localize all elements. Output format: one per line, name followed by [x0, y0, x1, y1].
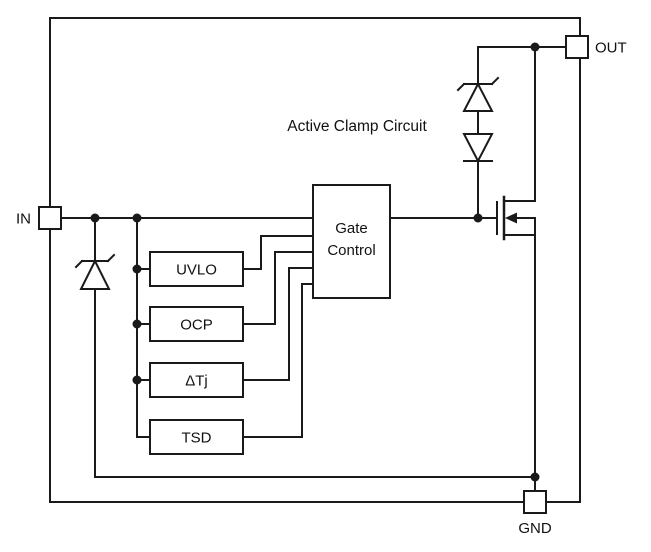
- wire-ground-rail: [94, 288, 536, 478]
- delta-tj-label: ΔTj: [185, 373, 208, 390]
- mosfet-icon: [496, 195, 517, 241]
- delta-tj-box: [149, 362, 244, 398]
- block-uvlo: UVLO: [149, 251, 244, 287]
- pin-out: OUT: [565, 35, 627, 59]
- block-tsd: TSD: [149, 419, 244, 455]
- out-pin-label: OUT: [595, 40, 627, 57]
- gate-control-label-line2: Control: [327, 242, 375, 259]
- gnd-pin-label: GND: [518, 520, 552, 537]
- wire-delta-tj-to-gate-control: [242, 267, 314, 381]
- input-zener-diode-icon: [74, 253, 116, 290]
- tsd-box: [149, 419, 244, 455]
- chip-boundary: [49, 17, 581, 503]
- gnd-pin-pad: [523, 490, 547, 514]
- junction-dot: [132, 264, 142, 274]
- gate-control-box: [312, 184, 391, 299]
- zener-anode-triangle: [462, 81, 494, 112]
- in-pin-label: IN: [16, 211, 31, 228]
- uvlo-label: UVLO: [176, 262, 217, 279]
- junction-dot: [530, 472, 540, 482]
- junction-dot: [530, 42, 540, 52]
- zener-anode-triangle: [79, 258, 111, 290]
- junction-dot: [132, 213, 142, 223]
- junction-dots: [90, 42, 540, 482]
- wire-drain: [503, 46, 536, 202]
- clamp-diode-icon: [462, 133, 494, 164]
- wire-source: [503, 217, 536, 492]
- pin-gnd: GND: [518, 490, 552, 537]
- uvlo-box: [149, 251, 244, 287]
- wire-tsd-to-gate-control: [242, 283, 314, 438]
- mosfet-body-arrow: [505, 212, 517, 224]
- wire-ocp-to-gate-control: [242, 251, 314, 325]
- junction-dot: [473, 213, 483, 223]
- junction-dot: [132, 319, 142, 329]
- in-pin-pad: [38, 206, 62, 230]
- pin-in: IN: [16, 206, 62, 230]
- diode-anode-triangle: [462, 133, 494, 164]
- wire-uvlo-to-gate-control: [242, 235, 314, 270]
- block-ocp: OCP: [149, 306, 244, 342]
- block-gate-control: Gate Control: [312, 184, 391, 299]
- active-clamp-label: Active Clamp Circuit: [287, 118, 427, 135]
- ocp-label: OCP: [180, 317, 213, 334]
- block-delta-tj: ΔTj: [149, 362, 244, 398]
- ocp-box: [149, 306, 244, 342]
- junction-dot: [90, 213, 100, 223]
- junction-dot: [132, 375, 142, 385]
- clamp-zener-diode-icon: [456, 76, 500, 112]
- tsd-label: TSD: [182, 430, 212, 447]
- gate-control-label-line1: Gate: [335, 220, 368, 237]
- out-pin-pad: [565, 35, 589, 59]
- wire-logic-supply: [136, 217, 151, 438]
